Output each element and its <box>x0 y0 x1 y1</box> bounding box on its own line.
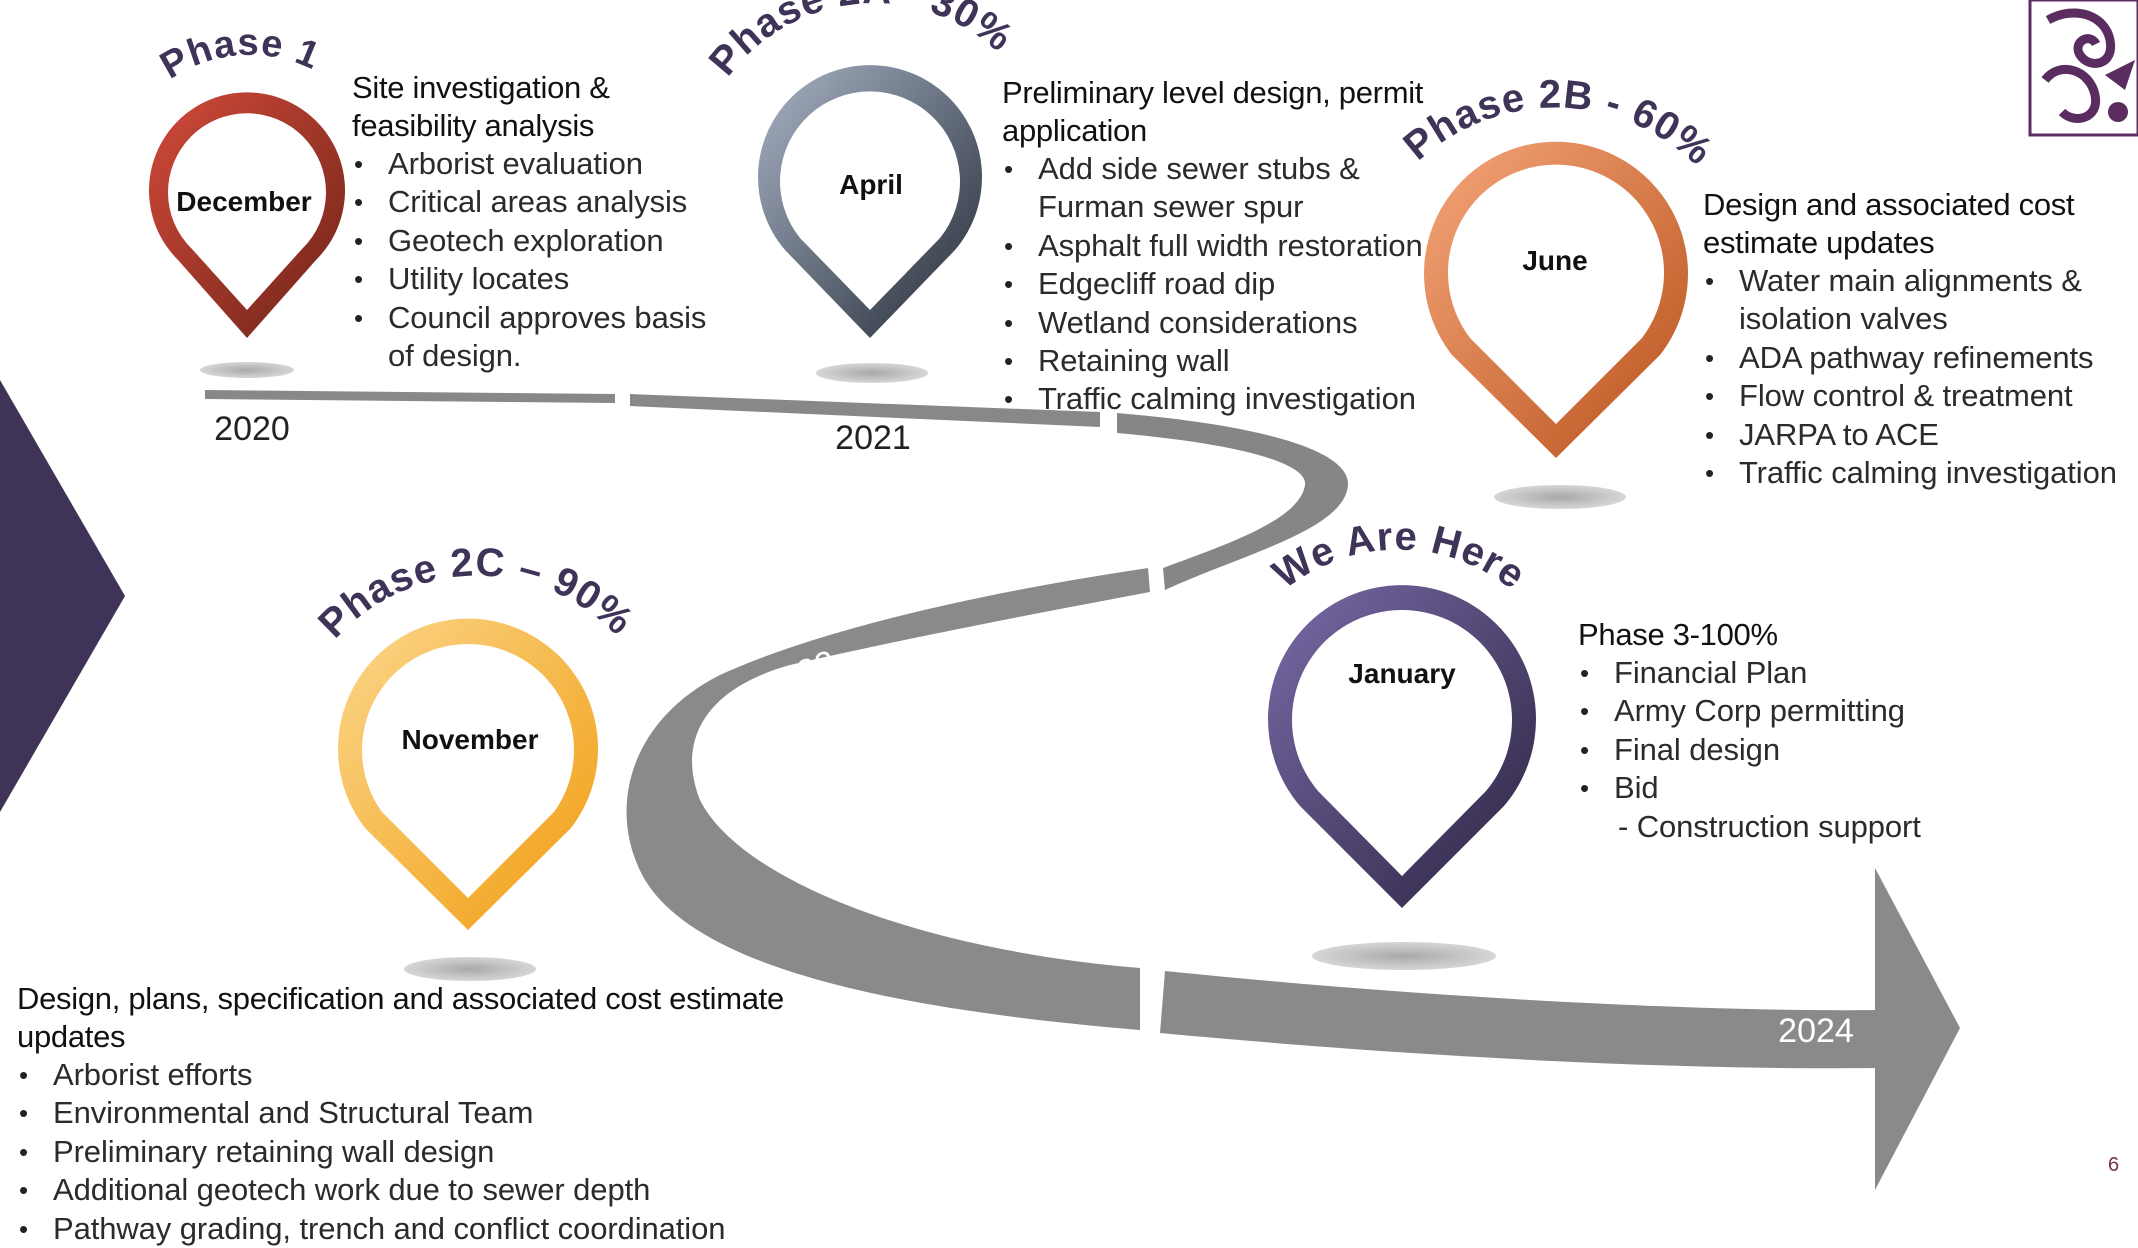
phase-2b-heading-line1: Design and associated cost <box>1703 187 2075 222</box>
list-item-continuation: isolation valves <box>1739 301 1948 337</box>
logo-icon <box>2028 0 2138 137</box>
phase-2c-heading-line1: Design, plans, specification and associa… <box>17 981 784 1016</box>
year-label-2021: 2021 <box>835 419 911 457</box>
list-item: Council approves basis <box>352 299 752 338</box>
list-item: Arborist efforts <box>17 1056 837 1095</box>
year-label-2020: 2020 <box>214 410 290 448</box>
list-item: Traffic calming investigation <box>1002 380 1472 419</box>
list-item: Water main alignments & <box>1703 262 2133 301</box>
pin-shadow <box>404 957 536 981</box>
phase-title-1-path: Phase 1 <box>153 22 325 88</box>
phase-3-list: Financial Plan Army Corp permitting Fina… <box>1578 654 2028 846</box>
list-item: Preliminary retaining wall design <box>17 1133 837 1172</box>
road-segment-3 <box>1117 413 1349 590</box>
road-segment-5 <box>1160 868 1960 1190</box>
list-item: Traffic calming investigation <box>1703 454 2133 493</box>
list-item: Asphalt full width restoration <box>1002 227 1472 266</box>
pin-shadow <box>1494 485 1626 509</box>
phase-2b-heading-line2: estimate updates <box>1703 225 1935 260</box>
phase-2c-heading-line2: updates <box>17 1019 126 1054</box>
month-label-november: November <box>402 724 539 755</box>
phase-2c-details: Design, plans, specification and associa… <box>17 980 837 1248</box>
list-item: Utility locates <box>352 260 752 299</box>
list-sub-item: - Construction support <box>1618 808 1921 844</box>
phase-1-list: Arborist evaluation Critical areas analy… <box>352 145 752 375</box>
pin-december <box>148 92 345 339</box>
phase-1-details: Site investigation & feasibility analysi… <box>352 69 752 375</box>
list-item: Environmental and Structural Team <box>17 1094 837 1133</box>
pin-june <box>1424 141 1688 458</box>
list-item-continuation: Furman sewer spur <box>1038 189 1304 225</box>
list-item: Edgecliff road dip <box>1002 265 1472 304</box>
list-item: Wetland considerations <box>1002 304 1472 343</box>
month-label-january: January <box>1348 658 1456 689</box>
phase-2a-details: Preliminary level design, permit applica… <box>1002 74 1472 419</box>
phase-1-heading-line1: Site investigation & <box>352 70 610 105</box>
phase-1-heading-line2: feasibility analysis <box>352 108 595 143</box>
phase-3-details: Phase 3-100% Financial Plan Army Corp pe… <box>1578 616 2028 846</box>
list-item: Financial Plan <box>1578 654 2028 693</box>
list-item: Final design <box>1578 731 2028 770</box>
phase-title-1: Phase 1 <box>153 22 326 88</box>
year-label-2024: 2024 <box>1778 1012 1854 1050</box>
list-item: Additional geotech work due to sewer dep… <box>17 1171 837 1210</box>
phase-3-heading: Phase 3-100% <box>1578 617 1778 652</box>
pin-shadow <box>816 363 928 383</box>
list-item: Retaining wall <box>1002 342 1472 381</box>
list-item: Bid <box>1578 769 2028 808</box>
list-item: JARPA to ACE <box>1703 416 2133 455</box>
phase-2c-list: Arborist efforts Environmental and Struc… <box>17 1056 837 1248</box>
road-segment-4 <box>626 568 1150 1030</box>
month-label-december: December <box>176 186 312 217</box>
phase-2a-heading-line1: Preliminary level design, permit <box>1002 75 1424 110</box>
list-item: ADA pathway refinements <box>1703 339 2133 378</box>
list-item: Add side sewer stubs & <box>1002 150 1472 189</box>
road-segment-2 <box>630 394 1100 427</box>
pin-shadow <box>1312 942 1496 970</box>
month-label-april: April <box>839 169 903 200</box>
list-item-continuation: of design. <box>388 338 522 374</box>
left-chevron-decoration <box>0 380 125 812</box>
list-item: Pathway grading, trench and conflict coo… <box>17 1210 837 1248</box>
timeline-road <box>205 390 1960 1190</box>
page-number: 6 <box>2108 1154 2120 1176</box>
list-item: Geotech exploration <box>352 222 752 261</box>
month-label-june: June <box>1522 245 1587 276</box>
list-item: Army Corp permitting <box>1578 692 2028 731</box>
pin-april <box>758 65 983 339</box>
list-item: Arborist evaluation <box>352 145 752 184</box>
phase-2a-list: Add side sewer stubs & Furman sewer spur… <box>1002 150 1472 419</box>
list-item: Critical areas analysis <box>352 183 752 222</box>
pin-november <box>338 618 598 930</box>
phase-2b-details: Design and associated cost estimate upda… <box>1703 186 2133 493</box>
road-segment-1 <box>205 390 615 403</box>
pin-shadow <box>200 362 294 378</box>
phase-2a-heading-line2: application <box>1002 113 1147 148</box>
phase-2b-list: Water main alignments & isolation valves… <box>1703 262 2133 493</box>
pin-january <box>1268 585 1536 908</box>
list-item: Flow control & treatment <box>1703 377 2133 416</box>
